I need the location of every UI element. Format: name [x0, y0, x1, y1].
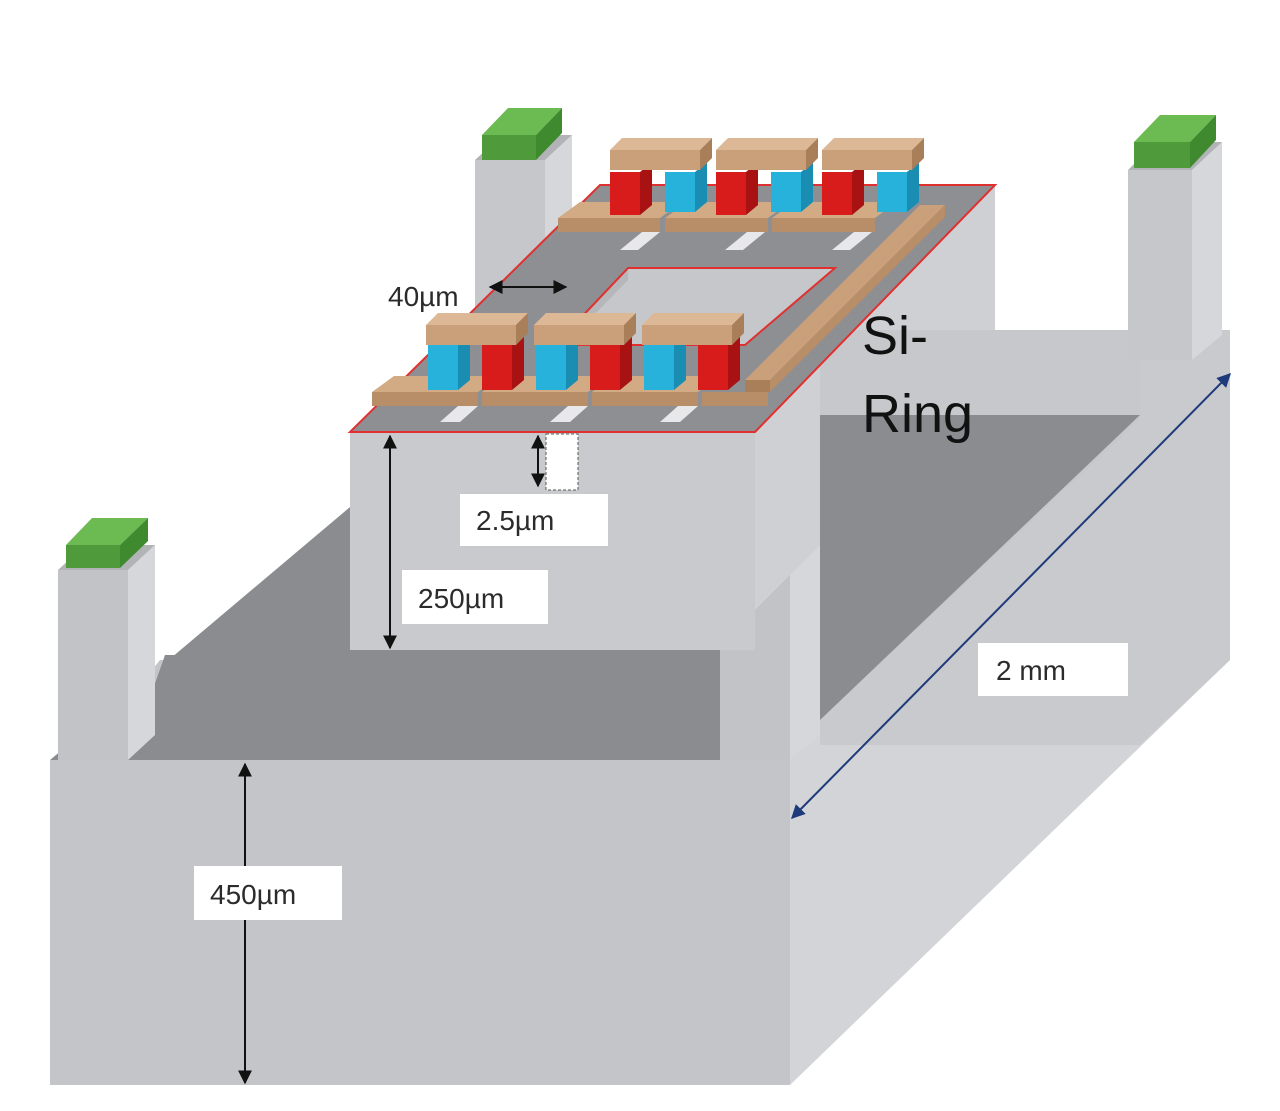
- n-leg: [590, 345, 620, 390]
- label-si-ring: Si- Ring: [862, 306, 973, 444]
- metal-cap: [716, 150, 806, 170]
- pillar-front-left: [58, 518, 155, 760]
- base-front-face: [50, 760, 790, 1085]
- si-ring-outline: [347, 184, 998, 433]
- thermocouples-front-row: [372, 313, 768, 422]
- pillar-back-right: [1128, 115, 1222, 360]
- label-gap-depth: 2.5µm: [460, 494, 608, 546]
- ring-width-text: 40µm: [388, 281, 459, 312]
- length-text: 2 mm: [996, 655, 1066, 686]
- p-leg: [771, 172, 801, 212]
- metal-cap: [642, 325, 732, 345]
- metal-cap: [534, 325, 624, 345]
- p-leg: [428, 345, 458, 390]
- n-leg: [482, 345, 512, 390]
- gap-slot: [545, 433, 579, 491]
- pad-back-right: [1134, 142, 1190, 168]
- length-arrow: [791, 373, 1231, 819]
- n-leg: [716, 172, 746, 215]
- n-leg: [822, 172, 852, 215]
- si-ring-text-line1: Si-: [862, 306, 928, 366]
- gap-depth-text: 2.5µm: [476, 505, 554, 536]
- thermocouples-back-row: [558, 138, 924, 250]
- p-leg: [665, 172, 695, 212]
- metal-cap: [610, 150, 700, 170]
- label-ring-height: 250µm: [402, 570, 548, 624]
- metal-cap: [426, 325, 516, 345]
- label-length: 2 mm: [978, 643, 1128, 696]
- metal-strip-right: [745, 205, 945, 392]
- pad-front-left: [66, 545, 120, 568]
- ring-height-text: 250µm: [418, 583, 504, 614]
- label-base-height: 450µm: [194, 866, 342, 920]
- n-leg: [610, 172, 640, 215]
- pad-back-left: [482, 135, 536, 160]
- p-leg: [536, 345, 566, 390]
- p-leg: [644, 345, 674, 390]
- n-leg: [698, 345, 728, 390]
- rim-wall-left: [50, 655, 790, 780]
- metal-cap: [822, 150, 912, 170]
- label-ring-width: 40µm: [388, 281, 459, 312]
- si-ring-text-line2: Ring: [862, 384, 973, 444]
- p-leg: [877, 172, 907, 212]
- base-height-text: 450µm: [210, 879, 296, 910]
